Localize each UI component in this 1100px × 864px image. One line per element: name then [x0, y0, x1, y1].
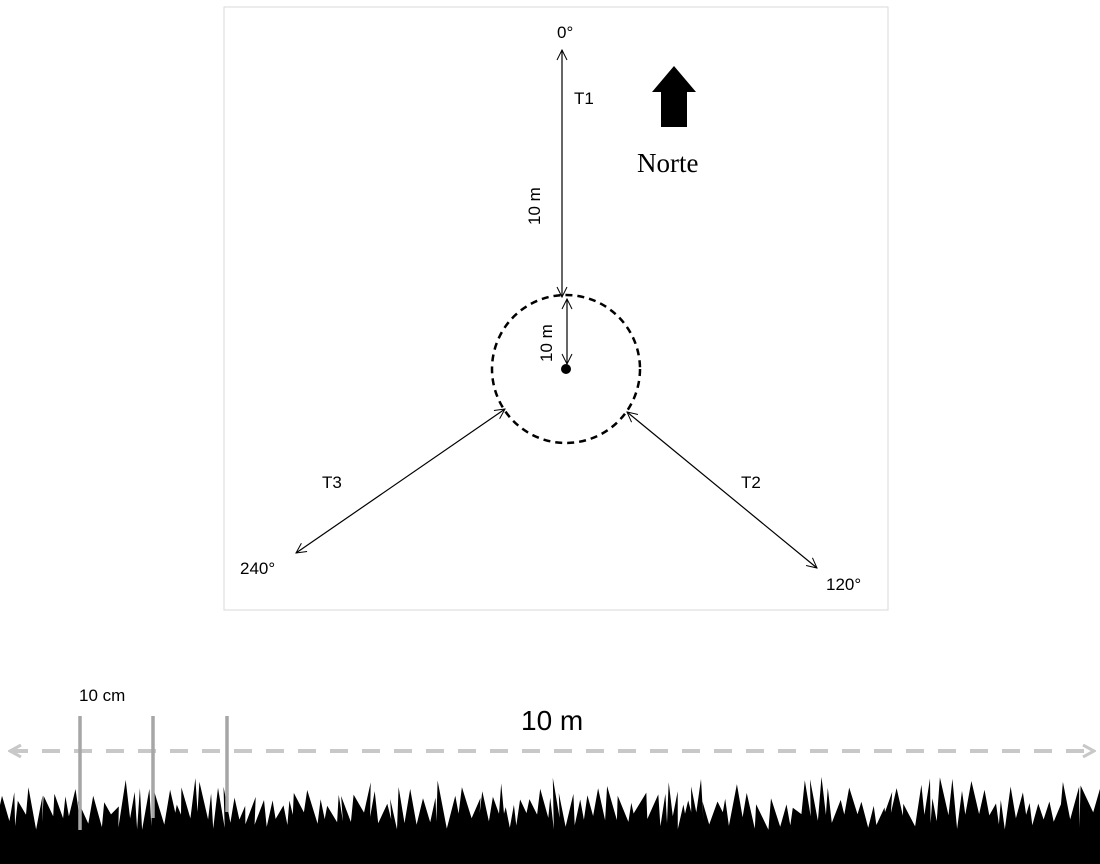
- transect-t3-line: [296, 409, 505, 553]
- strip-length-label: 10 m: [521, 705, 583, 736]
- north-label: Norte: [637, 148, 698, 178]
- plot-frame: [223, 6, 889, 611]
- north-arrow-icon: [652, 66, 696, 127]
- angle-240-label: 240°: [240, 559, 275, 578]
- plot-circle: [490, 293, 642, 445]
- plot-radius-label: 10 m: [537, 324, 556, 362]
- transect-t2-label: T2: [741, 473, 761, 492]
- angle-120-label: 120°: [826, 575, 861, 594]
- transect-t2-line: [627, 412, 817, 568]
- plot-center-marker: [561, 364, 571, 374]
- transect-t3-label: T3: [322, 473, 342, 492]
- strip-spacing-label: 10 cm: [79, 686, 125, 705]
- transect-length-label: 10 m: [525, 187, 544, 225]
- angle-0-label: 0°: [557, 23, 573, 42]
- grass-silhouette: [0, 776, 1100, 864]
- transect-t1-label: T1: [574, 89, 594, 108]
